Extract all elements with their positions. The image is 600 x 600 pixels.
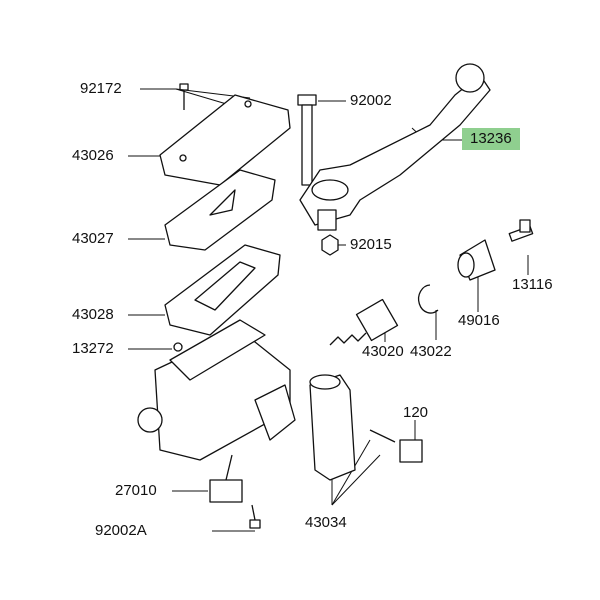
part-label-92002[interactable]: 92002 bbox=[350, 92, 392, 109]
circlip bbox=[417, 284, 439, 314]
switch-27010 bbox=[209, 454, 243, 503]
part-label-43027[interactable]: 43027 bbox=[72, 230, 114, 247]
pivot-bolt-92002 bbox=[297, 94, 317, 186]
part-label-43020[interactable]: 43020 bbox=[362, 343, 404, 360]
piston-spring bbox=[329, 298, 399, 346]
part-label-92172[interactable]: 92172 bbox=[80, 80, 122, 97]
bleed-screw bbox=[173, 342, 183, 352]
part-label-43022[interactable]: 43022 bbox=[410, 343, 452, 360]
part-label-43028[interactable]: 43028 bbox=[72, 306, 114, 323]
diaphragm bbox=[164, 244, 281, 336]
part-label-43026[interactable]: 43026 bbox=[72, 147, 114, 164]
part-label-92002A[interactable]: 92002A bbox=[95, 522, 147, 539]
part-label-92015[interactable]: 92015 bbox=[350, 236, 392, 253]
part-label-27010[interactable]: 27010 bbox=[115, 482, 157, 499]
nut-92015 bbox=[321, 234, 339, 256]
screw-92002A bbox=[249, 504, 261, 529]
lever-13236 bbox=[299, 63, 491, 231]
reservoir-cap bbox=[159, 94, 291, 186]
part-label-13272[interactable]: 13272 bbox=[72, 340, 114, 357]
part-label-120[interactable]: 120 bbox=[403, 404, 429, 421]
master-cylinder-body bbox=[137, 319, 296, 461]
part-label-43034[interactable]: 43034 bbox=[305, 514, 347, 531]
dust-boot bbox=[457, 239, 496, 281]
screw-92172 bbox=[179, 83, 189, 110]
pushrod-13116 bbox=[508, 219, 534, 242]
part-label-13236[interactable]: 13236 bbox=[462, 128, 520, 150]
clamp-43034 bbox=[309, 374, 356, 481]
part-label-49016[interactable]: 49016 bbox=[458, 312, 500, 329]
bolt-120 bbox=[369, 429, 423, 463]
part-label-13116[interactable]: 13116 bbox=[512, 276, 553, 293]
diaphragm-plate bbox=[164, 169, 276, 251]
